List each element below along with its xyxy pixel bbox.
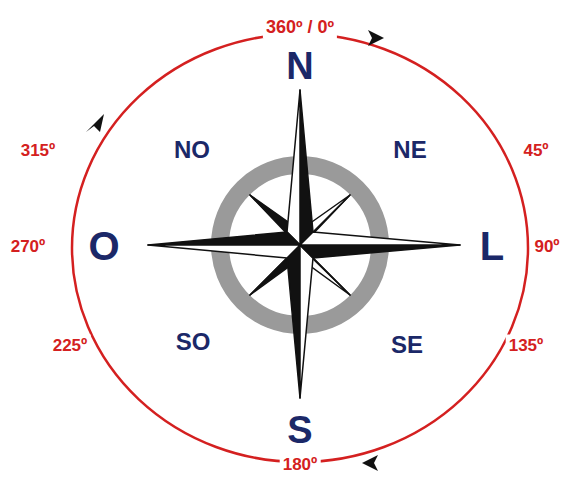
degree-label: 135º [506, 335, 547, 356]
degree-label: 90º [531, 236, 562, 257]
intercardinal-point: NE [390, 136, 429, 164]
degree-circle [72, 34, 528, 462]
cardinal-point: O [85, 224, 122, 268]
intercardinal-point: SE [388, 331, 426, 359]
intercardinal-point: NO [171, 136, 213, 164]
cardinal-point: N [283, 45, 316, 87]
degree-label: 360º / 0º [263, 16, 337, 38]
degree-label: 270º [8, 236, 49, 257]
degree-label: 45º [520, 140, 551, 161]
wind-star [148, 90, 460, 398]
direction-arrow [368, 30, 384, 46]
degree-label: 225º [50, 335, 91, 356]
direction-arrow [86, 114, 104, 132]
intercardinal-point: SO [173, 328, 214, 356]
degree-label: 180º [280, 454, 321, 475]
degree-label: 315º [18, 140, 59, 161]
cardinal-point: L [477, 224, 507, 268]
direction-arrow [362, 455, 378, 471]
cardinal-point: S [284, 409, 315, 451]
